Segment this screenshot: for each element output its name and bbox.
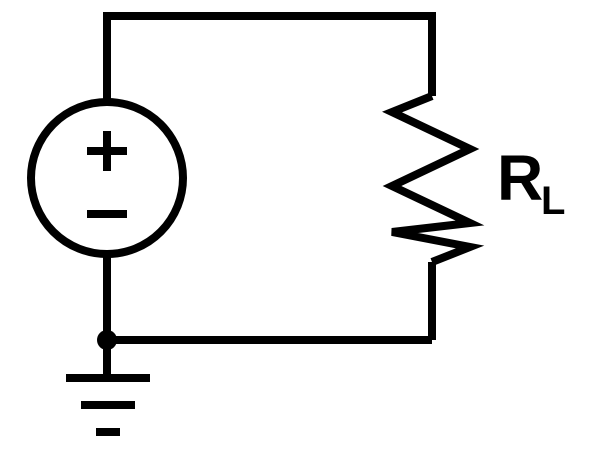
junction-node <box>97 330 117 350</box>
resistor-label: R L <box>497 142 565 223</box>
plus-sign <box>87 131 127 171</box>
resistor-label-main: R <box>497 142 543 214</box>
load-resistor <box>382 92 485 266</box>
resistor-label-subscript: L <box>541 179 565 223</box>
top-wire <box>103 12 436 102</box>
voltage-source <box>27 98 187 258</box>
minus-sign <box>87 210 127 218</box>
ground-symbol <box>66 374 150 436</box>
